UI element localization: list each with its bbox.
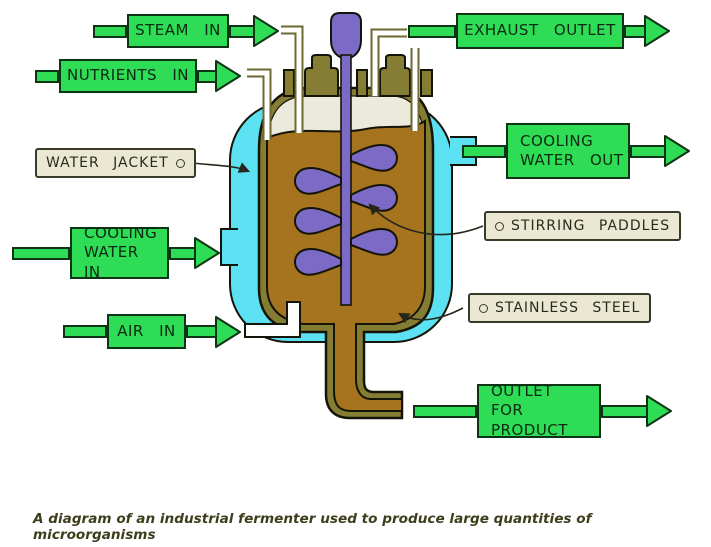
water-jacket-tag: WATER JACKET [35, 148, 196, 178]
label-text: OUTLET FOR [491, 381, 553, 420]
flow-cooling-water-in: COOLING WATER IN [12, 223, 220, 281]
cooling-water-out-label: COOLING WATER OUT [506, 123, 630, 179]
label-text: EXHAUST OUTLET [464, 21, 616, 40]
label-text: NUTRIENTS IN [66, 66, 189, 85]
arrow-shaft [93, 24, 127, 38]
arrow-shaft [186, 325, 217, 338]
arrow-head-icon [194, 237, 220, 269]
arrow-shaft [413, 404, 477, 418]
pointer-dot-icon [495, 221, 504, 231]
stirring-paddles-leader [368, 203, 484, 236]
arrow-head-icon [644, 15, 670, 47]
stirring-paddles-tag: STIRRING PADDLES [484, 211, 682, 241]
stirring-paddle [294, 248, 342, 276]
stirrer-shaft [340, 54, 352, 306]
label-text: PRODUCT [491, 420, 568, 439]
stirring-paddle [350, 144, 398, 172]
label-text: STEAM IN [135, 21, 221, 40]
stirring-paddle [350, 228, 398, 256]
nutrients-in-label: NUTRIENTS IN [59, 59, 197, 93]
flow-outlet-for-product: OUTLET FOR PRODUCT [413, 381, 672, 439]
label-text: COOLING [520, 131, 594, 150]
arrow-shaft [601, 404, 648, 418]
tag-text: STIRRING PADDLES [511, 218, 671, 234]
arrow-shaft [63, 325, 107, 338]
label-text: WATER IN [84, 243, 139, 281]
flow-air-in: AIR IN [63, 314, 241, 349]
arrow-shaft [169, 246, 196, 260]
arrow-head-icon [646, 395, 672, 427]
arrow-shaft [12, 246, 70, 260]
label-text: WATER OUT [520, 151, 624, 169]
leader-lines [191, 162, 484, 324]
arrow-head-icon [253, 15, 279, 47]
top-pipes [247, 25, 420, 140]
arrow-shaft [462, 144, 506, 158]
stirring-paddle [294, 167, 342, 195]
motor [330, 12, 362, 58]
arrow-head-icon [215, 60, 241, 92]
cooling-water-in-label: COOLING WATER IN [70, 223, 169, 281]
water-jacket-inlet-nozzle [220, 228, 238, 266]
label-text: COOLING [84, 223, 158, 242]
arrow-head-icon [664, 135, 690, 167]
stainless-steel-tag: STAINLESS STEEL [468, 293, 652, 323]
pointer-dot-icon [479, 303, 488, 313]
arrow-shaft [229, 24, 255, 38]
diagram-caption: A diagram of an industrial fermenter use… [33, 511, 592, 543]
arrow-shaft [197, 69, 217, 83]
stainless-steel-leader [398, 307, 464, 324]
arrow-shaft [630, 144, 666, 158]
stirring-paddles-group [294, 144, 398, 276]
tag-text: STAINLESS STEEL [495, 300, 641, 316]
air-in-label: AIR IN [107, 314, 186, 349]
arrow-shaft [35, 69, 59, 83]
exhaust-outlet-label: EXHAUST OUTLET [456, 13, 624, 49]
steam-in-label: STEAM IN [127, 14, 229, 48]
water-jacket-leader [191, 162, 251, 173]
vessel-lid [283, 54, 433, 97]
label-text: AIR IN [117, 321, 176, 340]
arrow-shaft [624, 24, 646, 38]
flow-exhaust-outlet: EXHAUST OUTLET [408, 13, 670, 49]
stirring-paddle [294, 207, 342, 235]
flow-steam-in: STEAM IN [93, 14, 279, 48]
pointer-dot-icon [175, 158, 185, 168]
arrow-head-icon [215, 315, 241, 348]
flow-cooling-water-out: COOLING WATER OUT [462, 123, 690, 179]
outlet-for-product-label: OUTLET FOR PRODUCT [477, 381, 601, 439]
stirring-paddle [350, 184, 398, 212]
arrow-shaft [408, 24, 456, 38]
tag-text: WATER JACKET [46, 155, 169, 171]
flow-nutrients-in: NUTRIENTS IN [35, 59, 241, 93]
air-inlet-pipe [244, 301, 301, 338]
